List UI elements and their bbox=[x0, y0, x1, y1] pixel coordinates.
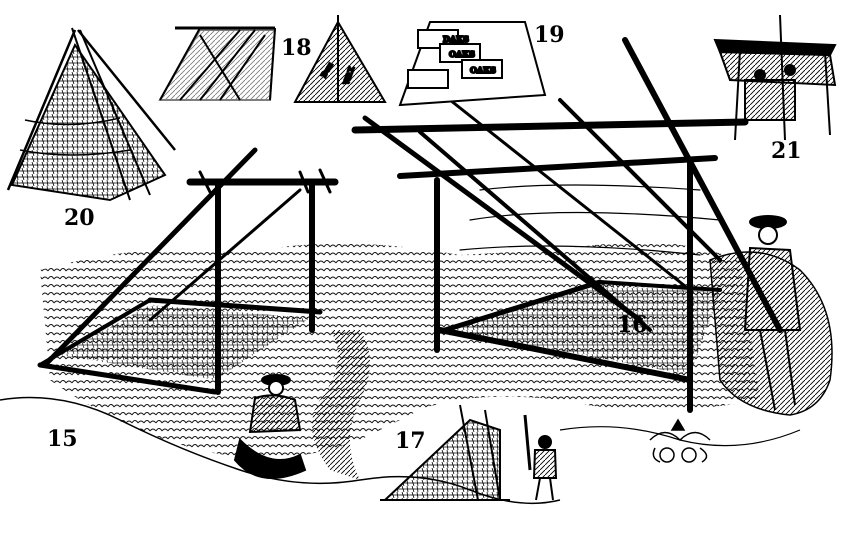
bough-bed-15 bbox=[60, 305, 310, 380]
standing-woodsman bbox=[743, 215, 802, 411]
bough-bed-16 bbox=[450, 285, 720, 375]
canvas-tent-18: Dux WAX bbox=[293, 15, 387, 103]
figure-label-19: 19 bbox=[534, 22, 565, 48]
box-label-1: DAKS bbox=[443, 34, 469, 44]
box-label-2: OAKS bbox=[449, 49, 475, 59]
figure-label-17: 17 bbox=[395, 428, 426, 454]
artist-monogram bbox=[649, 418, 711, 463]
bark-tepee-20 bbox=[6, 27, 176, 202]
awning-camp-21 bbox=[713, 14, 837, 141]
seated-woodsman bbox=[233, 374, 307, 479]
woodsman-figure-17 bbox=[523, 414, 558, 501]
bark-hut-17 bbox=[380, 404, 510, 501]
figure-label-21: 21 bbox=[771, 138, 802, 164]
pole-frame-18 bbox=[158, 26, 277, 101]
figure-label-20: 20 bbox=[64, 205, 95, 231]
box-shelter-19: DAKS OAKS OAKS bbox=[398, 21, 547, 107]
figure-label-15: 15 bbox=[47, 426, 78, 452]
figure-label-18: 18 bbox=[281, 35, 312, 61]
lean-to-frame-15 bbox=[37, 147, 339, 395]
figure-label-16: 16 bbox=[617, 312, 648, 338]
box-label-3: OAKS bbox=[470, 65, 496, 75]
